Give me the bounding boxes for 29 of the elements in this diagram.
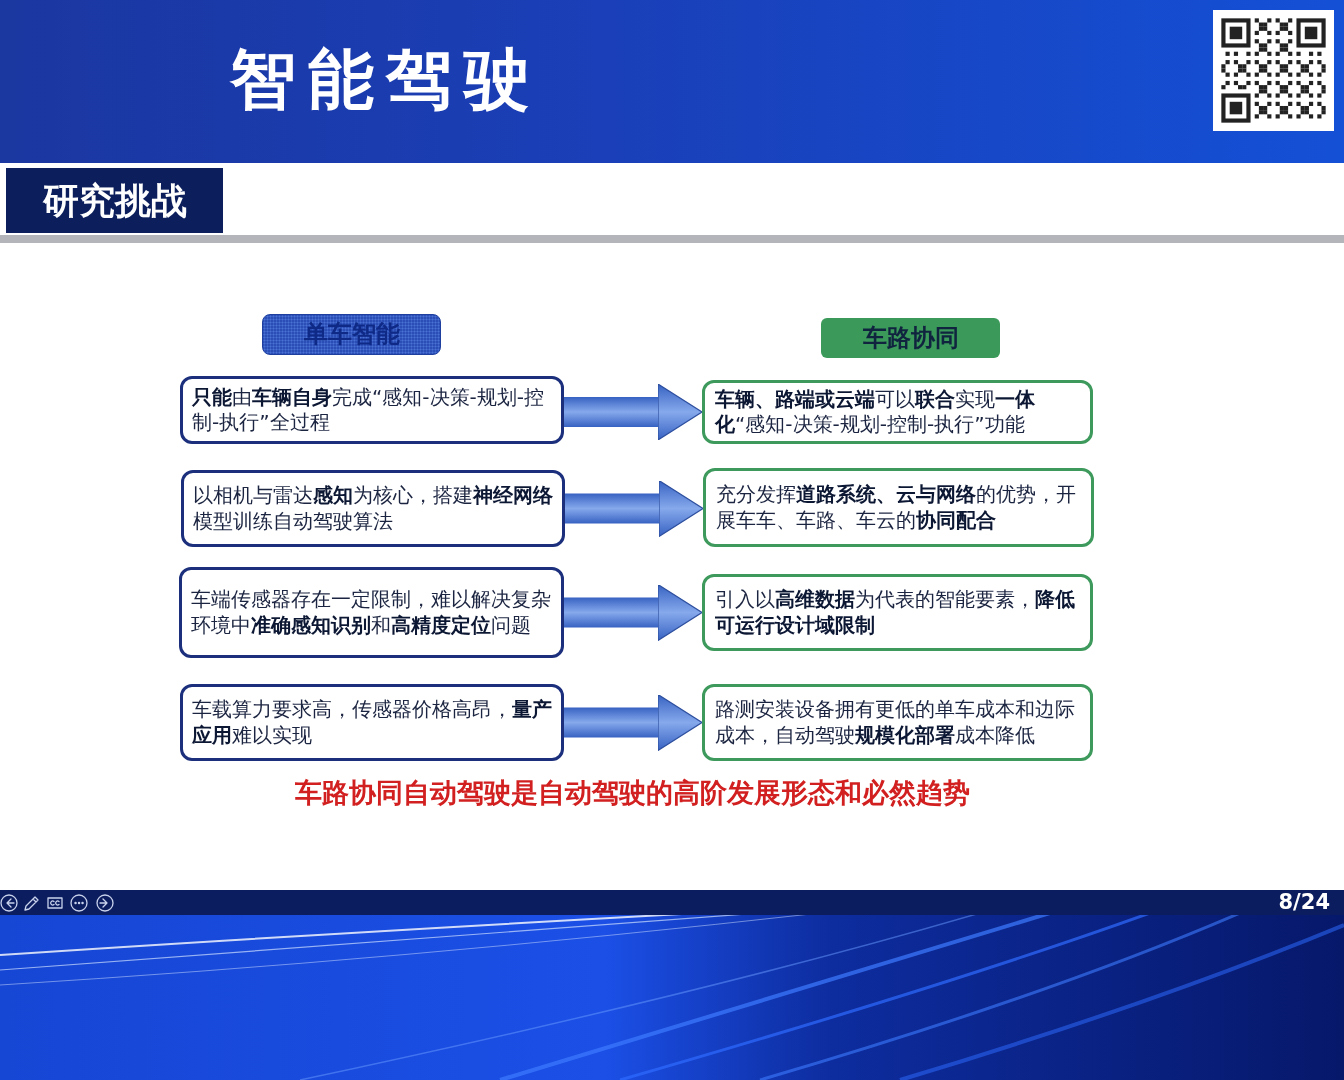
challenge-box <box>179 567 564 658</box>
challenge-text: 车端传感器存在一定限制，难以解决复杂环境中准确感知识别和高精度定位问题 <box>191 587 552 638</box>
challenge-box <box>180 376 564 444</box>
section-tab <box>6 168 223 233</box>
column-header <box>821 318 1000 358</box>
solution-box <box>703 468 1094 547</box>
challenge-box <box>181 470 565 547</box>
challenge-text: 以相机与雷达感知为核心，搭建神经网络模型训练自动驾驶算法 <box>193 483 553 534</box>
solution-box <box>702 574 1093 651</box>
solution-text: 路测安装设备拥有更低的单车成本和边际成本，自动驾驶规模化部署成本降低 <box>715 697 1076 748</box>
conclusion-text: 车路协同自动驾驶是自动驾驶的高阶发展形态和必然趋势 <box>293 776 971 810</box>
slide-title: 智能驾驶 <box>230 40 542 120</box>
page-number: 8/24 <box>1278 890 1330 915</box>
challenge-box <box>180 684 564 761</box>
challenge-text: 只能由车辆自身完成“感知-决策-规划-控制-执行”全过程 <box>192 384 545 436</box>
column-title: 单车智能 <box>303 321 400 348</box>
block-arrow <box>564 583 703 642</box>
challenge-text: 车载算力要求高，传感器价格高昂，量产应用难以实现 <box>192 697 552 748</box>
solution-box <box>702 380 1093 444</box>
block-arrow <box>565 479 704 538</box>
solution-text: 充分发挥道路系统、云与网络的优势，开展车车、车路、车云的协同配合 <box>716 482 1077 533</box>
block-arrow <box>564 693 703 752</box>
column-title: 车路协同 <box>862 324 959 352</box>
solution-text: 车辆、路端或云端可以联合实现一体化“感知-决策-规划-控制-执行”功能 <box>715 386 1036 438</box>
solution-text: 引入以高维数据为代表的智能要素，降低可运行设计域限制 <box>715 587 1076 638</box>
block-arrow <box>564 383 703 441</box>
solution-box <box>702 684 1093 761</box>
section-title: 研究挑战 <box>42 180 187 221</box>
column-header <box>262 314 441 355</box>
